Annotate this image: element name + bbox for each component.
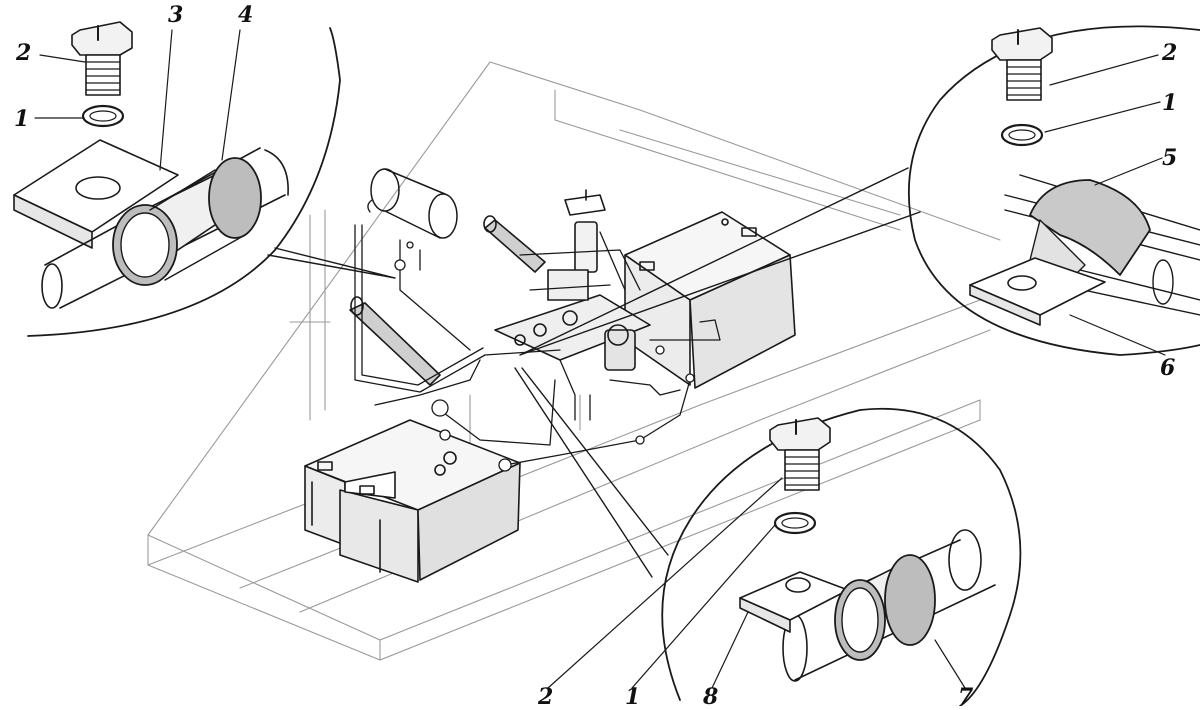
- hose-left: [349, 296, 441, 386]
- left-box: [304, 419, 521, 583]
- callout-tr-2: 2: [1161, 40, 1177, 66]
- hose-center: [483, 215, 546, 273]
- small-fittings: [394, 241, 695, 472]
- callout-br-2: 2: [537, 684, 553, 706]
- callout-tl-4: 4: [238, 2, 253, 28]
- leader-lines: [267, 167, 921, 578]
- chassis-frame: [147, 61, 1001, 661]
- callout-br-8: 8: [702, 684, 718, 706]
- detail-circle-bottom-right: [547, 407, 1022, 707]
- right-box: [624, 211, 796, 389]
- filter-canister: [564, 189, 606, 273]
- callout-tl-1: 1: [14, 106, 29, 132]
- callout-tr-1: 1: [1162, 90, 1177, 116]
- callout-br-1: 1: [625, 684, 640, 706]
- callout-tr-6: 6: [1160, 355, 1175, 381]
- callout-br-7: 7: [958, 684, 974, 706]
- detail-circle-top-right: [907, 25, 1200, 356]
- callout-tl-2: 2: [15, 40, 31, 66]
- callout-tl-3: 3: [168, 2, 183, 28]
- detail-circle-top-left: [13, 21, 341, 337]
- cylinder-tank: [370, 168, 458, 239]
- callout-tr-5: 5: [1162, 145, 1177, 171]
- callout-numbers: 2 3 4 1 2 1 5 6 2 1 8 7: [14, 2, 1177, 710]
